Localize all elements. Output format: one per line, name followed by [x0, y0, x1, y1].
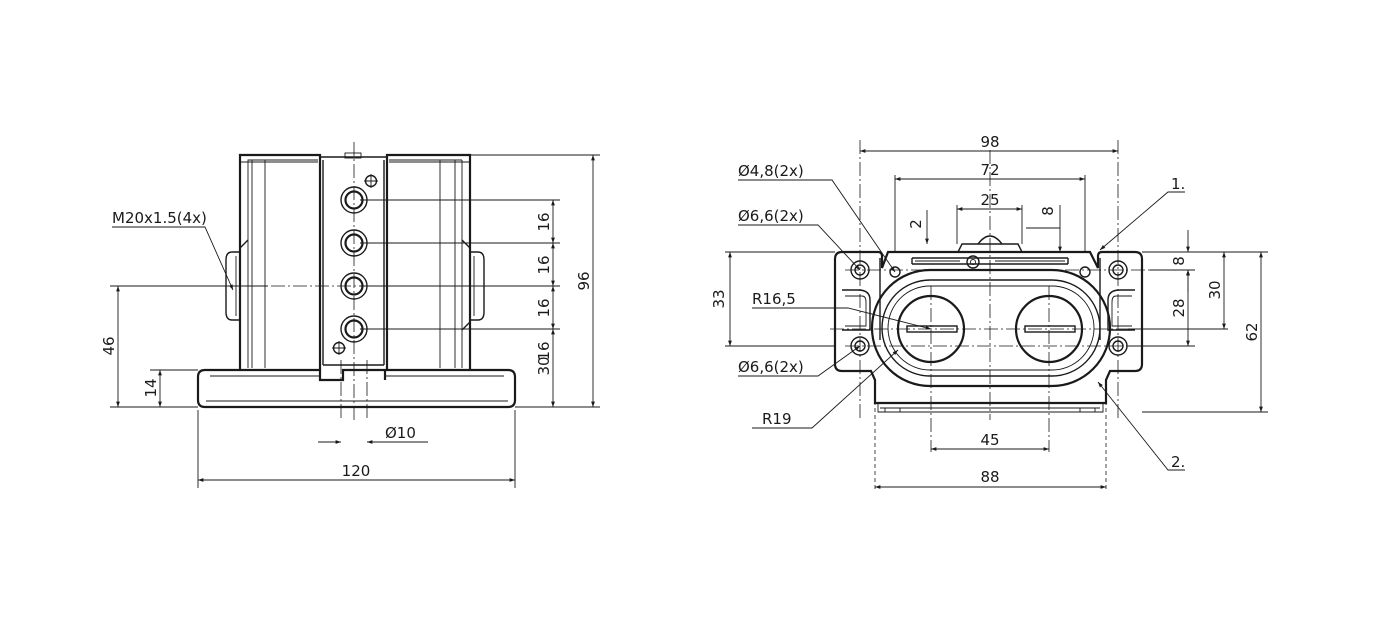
callout-1: 1. [1171, 175, 1185, 193]
dim-28: 28 [1170, 298, 1188, 317]
dim-88: 88 [980, 468, 999, 486]
housing-outline [833, 250, 1144, 405]
dim-2: 2 [907, 219, 925, 229]
dim-8-top: 8 [1039, 206, 1057, 216]
dim-14: 14 [142, 378, 160, 397]
dim-30-right: 30 [1206, 280, 1224, 299]
base-plate [196, 368, 517, 409]
thread-label: M20x1.5(4x) [112, 209, 207, 227]
dim-46: 46 [100, 336, 118, 355]
label-r19: R19 [762, 410, 792, 428]
front-view: 16 16 16 16 30 96 46 14 Ø10 120 M20x1.5(… [100, 142, 600, 488]
dim-pitch-1: 16 [535, 212, 553, 231]
label-dia66-bottom: Ø6,6(2x) [738, 358, 804, 376]
housing-left [238, 153, 322, 370]
dim-pitch-4: 16 [535, 341, 553, 360]
dim-96: 96 [575, 271, 593, 290]
dim-45: 45 [980, 431, 999, 449]
dim-120: 120 [342, 462, 371, 480]
dim-62: 62 [1243, 322, 1261, 341]
dim-pitch-2: 16 [535, 255, 553, 274]
label-dia48: Ø4,8(2x) [738, 162, 804, 180]
dim-dia10: Ø10 [385, 424, 416, 442]
side-view: 98 72 25 2 8 33 8 30 28 62 45 88 Ø4,8(2x… [710, 133, 1268, 490]
inner-frame-inner [881, 279, 1101, 377]
dim-33: 33 [710, 289, 728, 308]
dim-pitch-3: 16 [535, 298, 553, 317]
housing-right [385, 153, 472, 370]
label-r165: R16,5 [752, 290, 796, 308]
dim-8-right: 8 [1170, 256, 1188, 266]
dim-72: 72 [980, 161, 999, 179]
label-dia66-top: Ø6,6(2x) [738, 207, 804, 225]
dim-98: 98 [980, 133, 999, 151]
callout-2: 2. [1171, 453, 1185, 471]
dim-25: 25 [980, 191, 999, 209]
dim-30: 30 [535, 356, 553, 375]
center-column [320, 156, 387, 366]
